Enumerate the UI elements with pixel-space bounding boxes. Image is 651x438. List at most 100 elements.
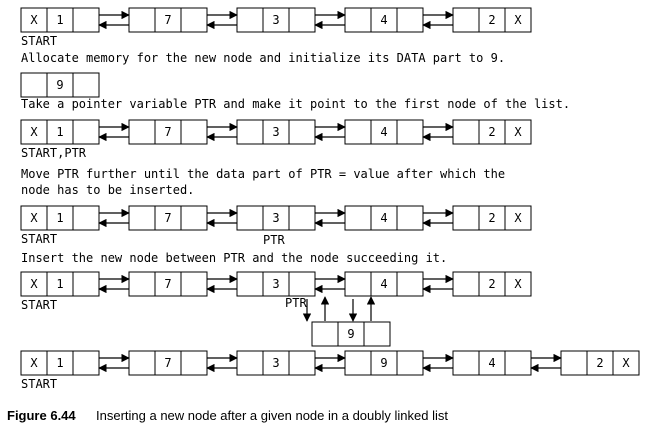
step-2-new-node-data-value: 9 (56, 78, 63, 92)
step-1-list-node-2-prev-cell (128, 7, 156, 33)
step-5-list-node-2-next-cell (180, 271, 208, 297)
step-6-list-node-2-next-cell (180, 350, 208, 376)
step-1-list-node-3-prev-cell (236, 7, 264, 33)
step-3-list-node-5-next-value: X (514, 125, 522, 139)
step-6-list-node-6-data-value: 2 (596, 356, 603, 370)
step-5-list-node-3-data-cell (262, 271, 290, 297)
step-5-list-node-5-data-cell (478, 271, 506, 297)
step-4-list-node-2-next-cell (180, 205, 208, 231)
step-4-list-node-5-next-value: X (514, 211, 522, 225)
step-1-list-node-5-next-cell (504, 7, 532, 33)
step-3-list-node-2-prev-cell (128, 119, 156, 145)
step-1-list-node-4-prev-cell (344, 7, 372, 33)
step-6-list-node-3-data-value: 3 (272, 356, 279, 370)
step-4-list-node-4-data-value: 4 (380, 211, 387, 225)
step-3-list-node-4: 4 (344, 119, 424, 145)
step-5-list-node-2: 7 (128, 271, 208, 297)
step-4-list-node-5-next-cell (504, 205, 532, 231)
step-6-list-node-3-prev-cell (236, 350, 264, 376)
step-3-list-node-2-data-value: 7 (164, 125, 171, 139)
step-4-list-node-3-data-value: 3 (272, 211, 279, 225)
step-4-list-node-2-prev-cell (128, 205, 156, 231)
step-6-list-node-2-prev-cell (128, 350, 156, 376)
step-5-new-node-data-cell (337, 321, 365, 347)
step-3-list-node-1-next-cell (72, 119, 100, 145)
step-3-list-node-5-data-cell (478, 119, 506, 145)
step-3-list-node-3-prev-cell (236, 119, 264, 145)
step-3-list-node-4-prev-cell (344, 119, 372, 145)
step-4-list-node-2-data-cell (154, 205, 182, 231)
step-1-list-node-3-next-cell (288, 7, 316, 33)
step-6-list-node-5-data-cell (478, 350, 506, 376)
step-3-instruction-line-1: Move PTR further until the data part of … (21, 167, 505, 181)
step-5-list-node-3-next-cell (288, 271, 316, 297)
step-6-list-node-6-prev-cell (560, 350, 588, 376)
step-2-new-node-data-cell (46, 72, 74, 98)
step-1-list-node-5-prev-cell (452, 7, 480, 33)
step-5-list-node-4-data-value: 4 (380, 277, 387, 291)
step-6-list-node-1-data-value: 1 (56, 356, 63, 370)
step-1-list-node-5-data-value: 2 (488, 13, 495, 27)
step-6-start-label: START (21, 377, 57, 391)
step-3-list-node-1-data-value: 1 (56, 125, 63, 139)
step-1-list-node-2-next-cell (180, 7, 208, 33)
step-5-list-node-5-prev-cell (452, 271, 480, 297)
step-1-list-node-2-data-cell (154, 7, 182, 33)
step-5-list-node-1-prev-cell (20, 271, 48, 297)
step-5-list-node-2-data-value: 7 (164, 277, 171, 291)
step-1-list-node-4-data-value: 4 (380, 13, 387, 27)
step-4-list-node-5-prev-cell (452, 205, 480, 231)
step-4-ptr-label: PTR (263, 233, 285, 247)
step-4-list-node-4: 4 (344, 205, 424, 231)
step-6-list-node-4: 9 (344, 350, 424, 376)
step-6-list-node-4-prev-cell (344, 350, 372, 376)
step-5-list-node-1-prev-value: X (30, 277, 38, 291)
step-5-list-node-4-data-cell (370, 271, 398, 297)
step-5-new-node-prev-cell (311, 321, 339, 347)
step-1-list-node-2: 7 (128, 7, 208, 33)
step-5-list-node-1-next-cell (72, 271, 100, 297)
step-1-list-node-1-data-value: 1 (56, 13, 63, 27)
figure-caption-text: Inserting a new node after a given node … (96, 408, 448, 423)
step-5-list-node-4: 4 (344, 271, 424, 297)
step-3-list-node-2-data-cell (154, 119, 182, 145)
step-2-new-node-prev-cell (20, 72, 48, 98)
step-4-list-node-3: 3 (236, 205, 316, 231)
step-1-list-node-4-data-cell (370, 7, 398, 33)
step-4-instruction-line-1: Insert the new node between PTR and the … (21, 251, 447, 265)
step-5-list-node-3-data-value: 3 (272, 277, 279, 291)
step-3-start-label: START,PTR (21, 146, 87, 160)
step-1-list-node-4-next-cell (396, 7, 424, 33)
step-5-list-node-3: 3 (236, 271, 316, 297)
step-5-list-node-3-prev-cell (236, 271, 264, 297)
step-3-list-node-5-prev-cell (452, 119, 480, 145)
step-4-list-node-1-next-cell (72, 205, 100, 231)
step-3-list-node-3: 3 (236, 119, 316, 145)
step-1-list-node-1-next-cell (72, 7, 100, 33)
step-3-instruction-line-2: node has to be inserted. (21, 183, 194, 197)
step-5-new-node: 9 (311, 321, 391, 347)
step-6-list-node-3: 3 (236, 350, 316, 376)
step-6-list-node-4-data-cell (370, 350, 398, 376)
step-3-list-node-4-next-cell (396, 119, 424, 145)
figure-caption-label: Figure 6.44 (7, 408, 76, 423)
step-3-list-node-5-data-value: 2 (488, 125, 495, 139)
step-4-list-node-1-prev-cell (20, 205, 48, 231)
step-4-list-node-1-prev-value: X (30, 211, 38, 225)
step-4-list-node-4-prev-cell (344, 205, 372, 231)
step-4-list-node-3-prev-cell (236, 205, 264, 231)
step-1-list-node-4: 4 (344, 7, 424, 33)
